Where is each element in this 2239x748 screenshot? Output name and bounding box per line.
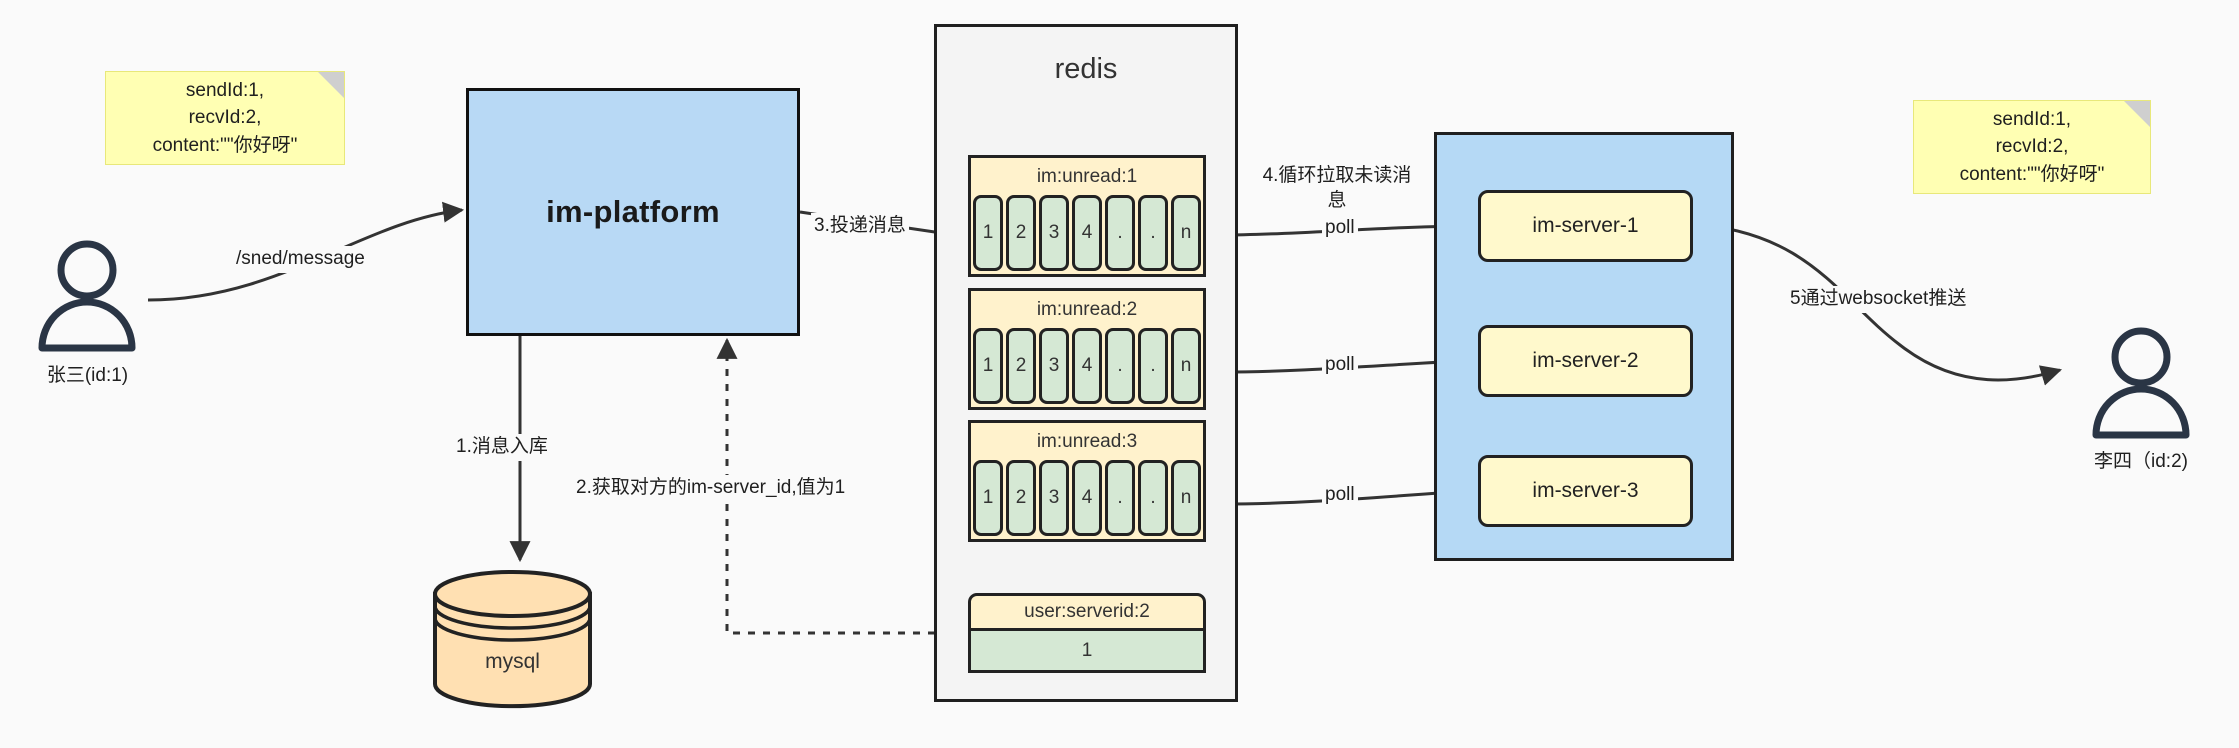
actor-sender-label: 张三(id:1) <box>46 365 129 386</box>
redis-cell[interactable]: n <box>1171 460 1201 536</box>
redis-kv-user-serverid[interactable]: user:serverid:2 1 <box>968 593 1206 673</box>
redis-cell[interactable]: 1 <box>973 195 1003 271</box>
note-left-line3: content:""你好呀" <box>152 134 298 156</box>
redis-cell[interactable]: . <box>1138 328 1168 404</box>
redis-list-cells: 1 2 3 4 . . n <box>971 328 1203 406</box>
mysql-database: mysql <box>430 568 595 710</box>
note-right-line3: content:""你好呀" <box>1959 163 2105 185</box>
redis-cell[interactable]: . <box>1105 195 1135 271</box>
redis-cell[interactable]: 1 <box>973 328 1003 404</box>
redis-cell[interactable]: 2 <box>1006 460 1036 536</box>
edge-label-step3: 3.投递消息 <box>811 213 909 240</box>
redis-cell[interactable]: 3 <box>1039 328 1069 404</box>
note-fold-icon <box>318 72 344 98</box>
redis-list-im-unread-1[interactable]: im:unread:1 1 2 3 4 . . n <box>968 155 1206 277</box>
actor-receiver-label: 李四（id:2) <box>2094 451 2188 472</box>
edge-label-send-message: /sned/message <box>233 246 368 273</box>
redis-list-im-unread-2[interactable]: im:unread:2 1 2 3 4 . . n <box>968 288 1206 410</box>
redis-cell[interactable]: 4 <box>1072 328 1102 404</box>
redis-kv-value: 1 <box>968 631 1206 673</box>
redis-cell[interactable]: n <box>1171 195 1201 271</box>
edge-label-poll-3: poll <box>1322 482 1358 509</box>
note-right-payload: sendId:1, recvId:2, content:""你好呀" <box>1913 100 2151 194</box>
redis-cell[interactable]: 4 <box>1072 460 1102 536</box>
note-left-payload: sendId:1, recvId:2, content:""你好呀" <box>105 71 345 165</box>
redis-list-im-unread-3[interactable]: im:unread:3 1 2 3 4 . . n <box>968 420 1206 542</box>
edge-label-poll-1: poll <box>1322 215 1358 242</box>
mysql-label: mysql <box>485 650 540 673</box>
edge-label-step5: 5通过websocket推送 <box>1787 286 1970 313</box>
edge-label-step4: 4.循环拉取未读消 息 <box>1254 163 1420 215</box>
redis-cell[interactable]: 2 <box>1006 195 1036 271</box>
note-right-line2: recvId:2, <box>1995 136 2069 158</box>
edge-label-step4-line2: 息 <box>1327 189 1347 211</box>
redis-list-key: im:unread:3 <box>1036 430 1138 452</box>
im-platform-box[interactable]: im-platform <box>466 88 800 336</box>
redis-cell[interactable]: . <box>1138 460 1168 536</box>
redis-cell[interactable]: 4 <box>1072 195 1102 271</box>
redis-cell[interactable]: 1 <box>973 460 1003 536</box>
edge-label-poll-2: poll <box>1322 352 1358 379</box>
note-left-line2: recvId:2, <box>188 107 262 129</box>
user-icon <box>2092 327 2190 439</box>
im-server-1[interactable]: im-server-1 <box>1478 190 1693 262</box>
im-server-2[interactable]: im-server-2 <box>1478 325 1693 397</box>
redis-cell[interactable]: n <box>1171 328 1201 404</box>
redis-list-key: im:unread:1 <box>1036 165 1138 187</box>
edge-label-step4-line1: 4.循环拉取未读消 <box>1262 165 1412 186</box>
redis-title: redis <box>1054 53 1118 85</box>
redis-list-cells: 1 2 3 4 . . n <box>971 460 1203 538</box>
note-left-line1: sendId:1, <box>185 79 265 101</box>
user-icon <box>38 240 136 352</box>
note-fold-icon <box>2124 101 2150 127</box>
edge-label-step2: 2.获取对方的im-server_id,值为1 <box>573 475 849 502</box>
note-right-line1: sendId:1, <box>1992 108 2072 130</box>
actor-receiver <box>2082 325 2200 440</box>
redis-cell[interactable]: . <box>1138 195 1168 271</box>
actor-sender <box>28 238 146 353</box>
redis-cell[interactable]: 3 <box>1039 195 1069 271</box>
im-server-3[interactable]: im-server-3 <box>1478 455 1693 527</box>
redis-list-key: im:unread:2 <box>1036 298 1138 320</box>
redis-list-cells: 1 2 3 4 . . n <box>971 195 1203 273</box>
database-cylinder-icon <box>433 570 592 709</box>
redis-cell[interactable]: . <box>1105 460 1135 536</box>
redis-cell[interactable]: 3 <box>1039 460 1069 536</box>
edge-label-step1: 1.消息入库 <box>453 434 551 461</box>
redis-cell[interactable]: . <box>1105 328 1135 404</box>
redis-cell[interactable]: 2 <box>1006 328 1036 404</box>
redis-kv-key: user:serverid:2 <box>968 593 1206 631</box>
